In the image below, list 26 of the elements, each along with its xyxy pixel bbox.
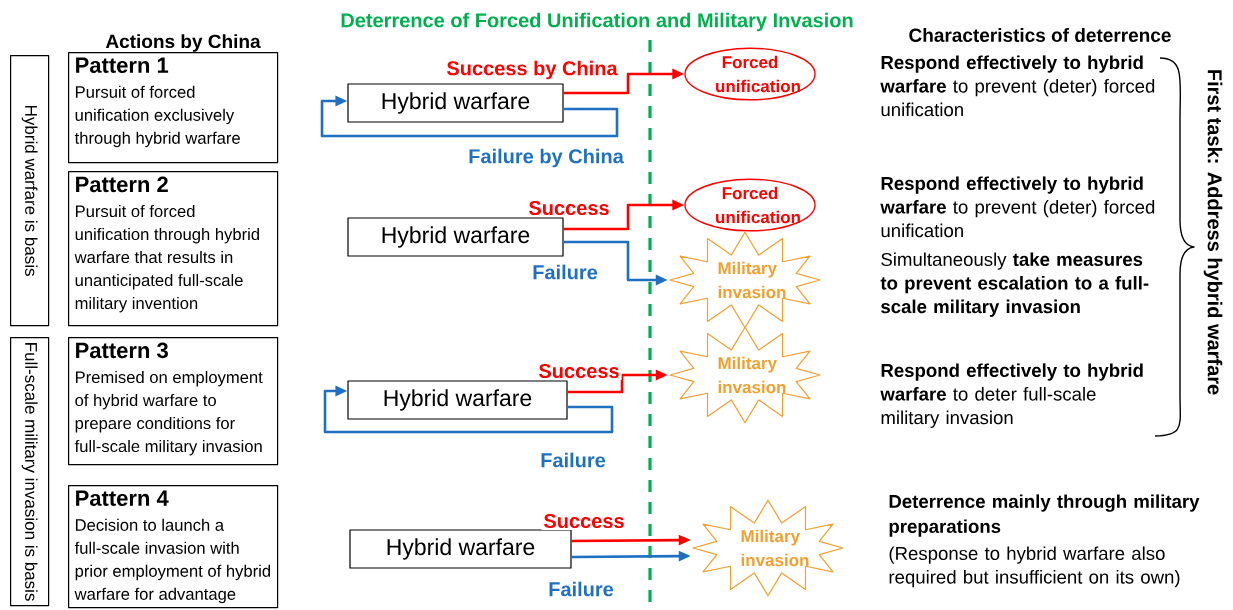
pattern-box: Pattern 1 Pursuit of forced unification exclusively through hybrid warfare bbox=[68, 52, 279, 164]
description-text: (Response to hybrid warfare also required but insufficient on its own) bbox=[889, 546, 1180, 588]
process-box: Hybrid warfare bbox=[347, 217, 564, 257]
arrow bbox=[323, 385, 614, 434]
edge-label: Failure bbox=[530, 262, 600, 282]
edge-label: Success by China bbox=[444, 58, 620, 82]
pattern-box: Pattern 2 Pursuit of forced unification through hybrid warfare that results in unanticipated full-scale military invention bbox=[68, 171, 279, 327]
edge-label: Success bbox=[526, 198, 612, 218]
edge-label: Success bbox=[541, 511, 627, 531]
edge-label: Failure bbox=[546, 579, 616, 599]
edge-label: Failure bbox=[538, 450, 608, 470]
arrow bbox=[320, 95, 619, 138]
description-text: Simultaneously take measures to prevent escalation to a full-scale military invasion bbox=[880, 252, 1149, 317]
description-text: Respond effectively to hybrid warfare to deter full-scale military invasion bbox=[880, 363, 1143, 428]
group-box: Full-scale military invasion is basis bbox=[10, 337, 50, 607]
edge-label: Success bbox=[536, 361, 622, 381]
description-text: Deterrence mainly through military preparations bbox=[889, 494, 1200, 537]
process-box: Hybrid warfare bbox=[347, 83, 564, 123]
pattern-box: Pattern 3 Premised on employment of hybrid warfare to prepare conditions for full-scale military invasion bbox=[68, 337, 279, 466]
column-heading: Characteristics of deterrence bbox=[909, 28, 1171, 42]
group-box: Hybrid warfare is basis bbox=[10, 55, 50, 327]
title: Deterrence of Forced Unification and Military Invasion bbox=[341, 12, 853, 32]
pattern-box: Pattern 4 Decision to launch a full-scale invasion with prior employment of hybrid warfare for advantage bbox=[68, 485, 279, 609]
description-text: Respond effectively to hybrid warfare to prevent (deter) forced unification bbox=[880, 55, 1155, 117]
side-heading: First task: Address hybrid warfare bbox=[1203, 70, 1223, 395]
edge-label: Failure by China bbox=[466, 146, 626, 170]
